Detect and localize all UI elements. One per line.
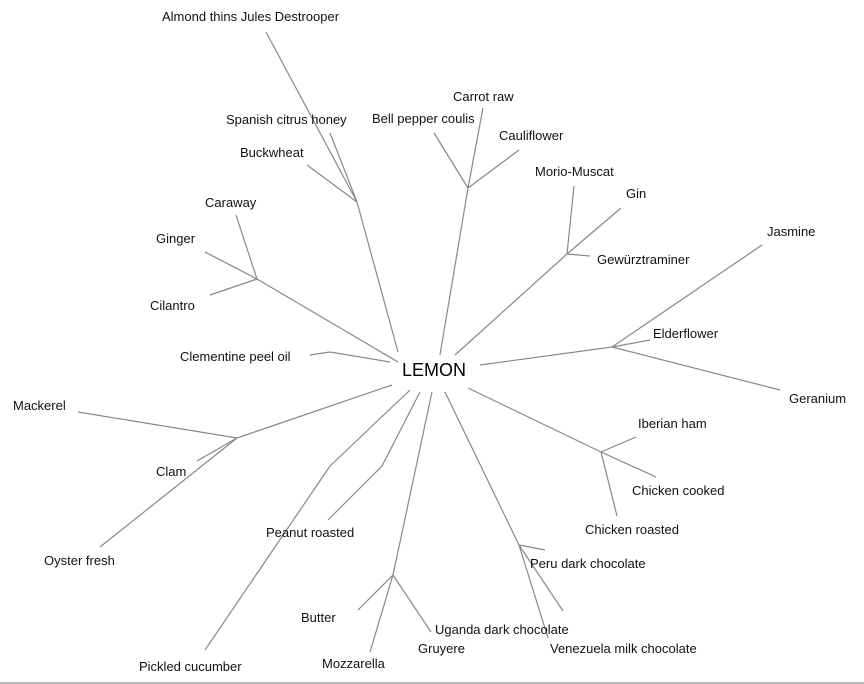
branch-vegetables [433, 107, 520, 356]
leaf-label: Mackerel [13, 398, 66, 413]
branch-almond [265, 31, 399, 353]
branch-clementine [309, 351, 391, 363]
leaf-label: Caraway [205, 195, 257, 210]
leaf-label: Peanut roasted [266, 525, 355, 540]
root-node-label: LEMON [402, 360, 467, 380]
leaf-label: Gewürztraminer [597, 252, 690, 267]
branch-cucumber [204, 389, 411, 651]
leaf-label: Bell pepper coulis [372, 111, 475, 126]
leaf-label: Jasmine [767, 224, 816, 239]
branch-spices [204, 214, 399, 363]
branch-wine [454, 185, 622, 356]
leaf-label: Ginger [156, 231, 196, 246]
leaf-label: Chicken cooked [632, 483, 725, 498]
leaf-label: Gruyere [418, 641, 465, 656]
leaf-label: Oyster fresh [44, 553, 115, 568]
leaf-label: Chicken roasted [585, 522, 679, 537]
branch-meat [467, 387, 657, 517]
leaf-label: Pickled cucumber [139, 659, 242, 674]
branch-cheese [357, 391, 433, 653]
branch-peanut [327, 391, 421, 521]
leaf-label: Cilantro [150, 298, 195, 313]
branch-seafood [77, 384, 393, 548]
leaf-label: Buckwheat [240, 145, 304, 160]
leaf-label: Carrot raw [453, 89, 514, 104]
leaf-label: Venezuela milk chocolate [550, 641, 697, 656]
leaf-label: Clam [156, 464, 187, 479]
leaf-label: Morio-Muscat [535, 164, 614, 179]
leaf-label: Clementine peel oil [180, 349, 291, 364]
leaf-label: Almond thins Jules Destrooper [162, 9, 340, 24]
leaf-label: Gin [626, 186, 647, 201]
leaf-label: Butter [301, 610, 336, 625]
branch-floral [479, 244, 781, 391]
leaf-label: Peru dark chocolate [530, 556, 646, 571]
leaf-label: Uganda dark chocolate [435, 622, 569, 637]
leaf-label: Iberian ham [638, 416, 707, 431]
leaf-label: Geranium [789, 391, 847, 406]
leaf-label: Spanish citrus honey [226, 112, 347, 127]
leaf-label: Elderflower [653, 326, 719, 341]
leaf-label: Cauliflower [499, 128, 564, 143]
bottom-divider [0, 682, 864, 684]
leaf-label: Mozzarella [322, 656, 385, 671]
branch-chocolate [444, 391, 564, 639]
